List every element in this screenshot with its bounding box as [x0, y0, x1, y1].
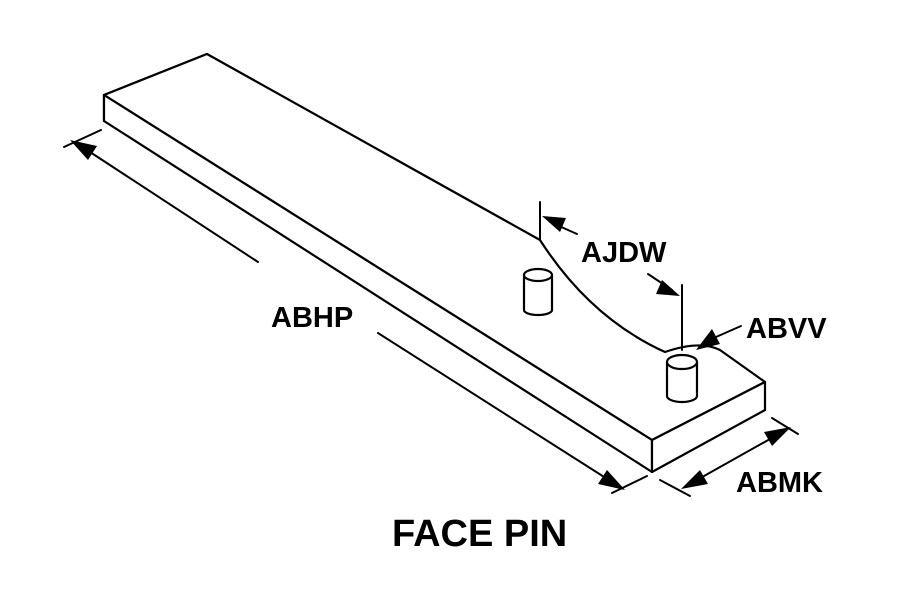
- dimension-abvv: ABVV: [696, 313, 827, 350]
- abhp-arrowhead-left: [70, 140, 97, 160]
- abhp-dimension-line-upper: [89, 151, 259, 263]
- abhp-extension-right: [611, 475, 648, 494]
- abmk-arrowhead-right: [764, 427, 791, 446]
- abmk-extension-left: [659, 479, 691, 497]
- abvv-leader-line: [715, 325, 742, 338]
- label-abhp: ABHP: [271, 302, 353, 334]
- dimension-abhp: ABHP: [63, 129, 648, 494]
- ajdw-arrowhead-left: [542, 216, 566, 232]
- dimension-ajdw: AJDW: [539, 201, 683, 351]
- ajdw-arrowhead-right: [656, 280, 680, 296]
- label-abvv: ABVV: [746, 313, 827, 345]
- bar-body: [102, 52, 767, 474]
- pin-front: [665, 353, 699, 404]
- label-ajdw: AJDW: [581, 237, 667, 269]
- dimension-abmk: ABMK: [659, 417, 823, 499]
- abhp-extension-left: [63, 129, 102, 148]
- abhp-dimension-line-lower: [377, 332, 613, 483]
- abhp-arrowhead-right: [598, 470, 625, 490]
- abvv-arrowhead: [696, 329, 720, 350]
- bar-right-end-face: [650, 380, 767, 474]
- pin-rear: [522, 267, 554, 317]
- bar-top-face: [102, 52, 767, 442]
- diagram-title: FACE PIN: [392, 513, 567, 555]
- abmk-extension-right: [771, 417, 799, 435]
- label-abmk: ABMK: [736, 467, 823, 499]
- abmk-arrowhead-left: [681, 470, 708, 489]
